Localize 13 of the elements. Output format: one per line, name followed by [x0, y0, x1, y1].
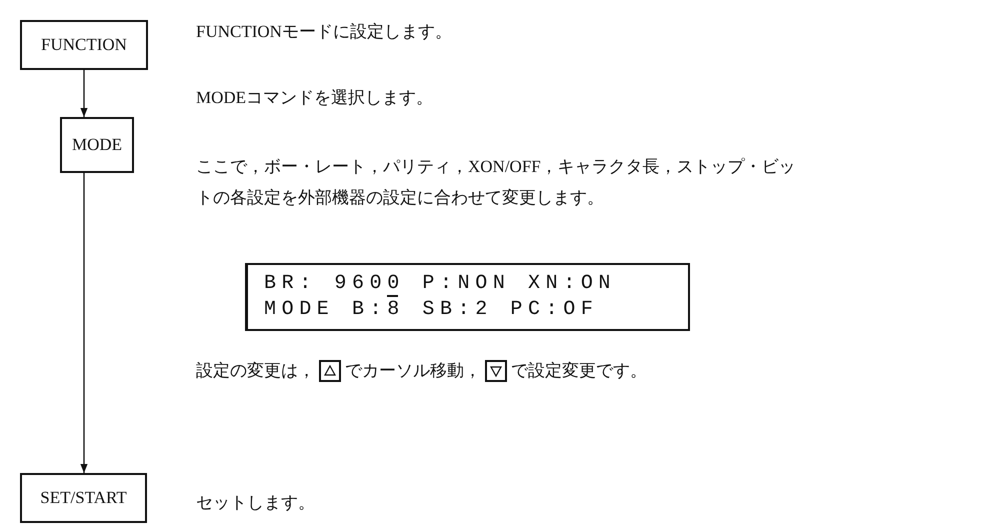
description-text: MODEコマンドを選択します。 [196, 87, 434, 109]
description-text: セットします。 [196, 492, 316, 514]
key-box: MODE [60, 117, 134, 173]
instruction-text: でカーソル移動， [345, 360, 481, 382]
instruction-text: で設定変更です。 [511, 360, 647, 382]
key-box: FUNCTION [20, 20, 148, 70]
instruction-text: 設定の変更は， [196, 360, 315, 382]
description-text: ここで，ボー・レート，パリティ，XON/OFF，キャラクタ長，ストップ・ビットの各設定を外部機器の設定に合わせて変更します。 [196, 156, 796, 209]
description-text: FUNCTIONモードに設定します。 [196, 21, 453, 43]
arrow [80, 173, 88, 473]
display-panel: BR: 9600 P:NON XN:ON MODE B:8 SB:2 PC:OF [245, 263, 690, 331]
key-box: SET/START [20, 473, 147, 523]
arrow [80, 70, 88, 117]
